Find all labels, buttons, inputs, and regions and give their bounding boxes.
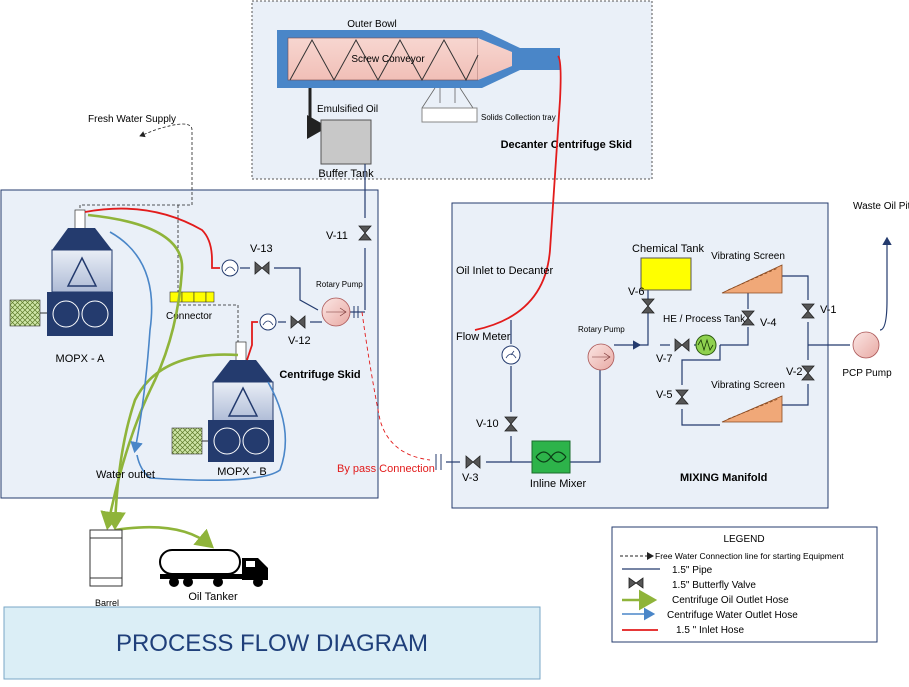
vibrating-screen-bottom-label: Vibrating Screen	[711, 380, 785, 391]
valve-v6-label: V-6	[628, 286, 645, 298]
legend-pipe: 1.5" Pipe	[672, 565, 713, 576]
bypass-label: By pass Connection	[337, 463, 435, 475]
barrel-label: Barrel	[95, 598, 119, 608]
mopx-a-label: MOPX - A	[56, 353, 106, 365]
inlet-hoses	[84, 55, 562, 361]
he-tank-label: HE / Process Tank	[663, 314, 746, 325]
legend: LEGEND Free Water Connection line for st…	[611, 526, 878, 643]
decanter-centrifuge	[277, 30, 560, 88]
inline-mixer	[531, 440, 571, 474]
diagram-title: PROCESS FLOW DIAGRAM	[116, 630, 428, 657]
centrifuge-skid-label: Centrifuge Skid	[279, 369, 360, 381]
mopx-b-centrifuge	[171, 341, 274, 462]
oil-outlet-hoses	[87, 213, 239, 549]
oil-tanker	[159, 549, 268, 587]
vibrating-screen-top-label: Vibrating Screen	[711, 251, 785, 262]
outer-bowl-label: Outer Bowl	[347, 19, 396, 30]
valve-v13-label: V-13	[250, 243, 273, 255]
mopx-a-centrifuge	[9, 209, 113, 336]
title-box	[3, 606, 541, 680]
buffer-tank	[320, 119, 372, 165]
decanter-skid-label: Decanter Centrifuge Skid	[501, 139, 632, 151]
screw-conveyor-label: Screw Conveyor	[351, 54, 425, 65]
vibrating-screen-bottom	[721, 395, 783, 423]
solids-tray-label: Solids Collection tray	[481, 113, 556, 122]
connector	[169, 291, 215, 303]
water-outlet-label: Water outlet	[96, 469, 155, 481]
chemical-tank-label: Chemical Tank	[632, 243, 704, 255]
oil-inlet-label: Oil Inlet to Decanter	[456, 265, 554, 277]
legend-title: LEGEND	[723, 534, 764, 545]
gauge-v12	[259, 313, 277, 331]
buffer-tank-label: Buffer Tank	[318, 168, 374, 180]
fresh-water-label: Fresh Water Supply	[88, 114, 176, 125]
legend-free-water: Free Water Connection line for starting …	[655, 551, 844, 561]
inline-mixer-label: Inline Mixer	[530, 478, 587, 490]
legend-valve: 1.5" Butterfly Valve	[672, 580, 756, 591]
valve-v7-label: V-7	[656, 353, 673, 365]
pcp-pump-label: PCP Pump	[842, 368, 892, 379]
legend-inlet-hose: 1.5 " Inlet Hose	[676, 625, 744, 636]
water-outlet-hoses	[109, 231, 287, 482]
valve-v1-label: V-1	[820, 304, 837, 316]
legend-water-hose: Centrifuge Water Outlet Hose	[667, 610, 798, 621]
mopx-b-label: MOPX - B	[217, 466, 267, 478]
waste-oil-pit-label: Waste Oil Pit	[853, 201, 909, 212]
valve-v3-label: V-3	[462, 472, 479, 484]
gauge-v13	[221, 259, 239, 277]
valve-v12-label: V-12	[288, 335, 311, 347]
valve-v2-label: V-2	[786, 366, 803, 378]
fresh-water-lines	[79, 123, 239, 342]
emulsified-oil-label: Emulsified Oil	[317, 104, 378, 115]
legend-oil-hose: Centrifuge Oil Outlet Hose	[672, 595, 789, 606]
mixing-manifold-label: MIXING Manifold	[680, 472, 767, 484]
vibrating-screen-top	[721, 264, 783, 294]
valve-v10-label: V-10	[476, 418, 499, 430]
decanter-skid-box	[251, 0, 653, 180]
barrel	[89, 529, 123, 587]
he-process-tank	[695, 334, 717, 356]
pcp-pump	[852, 331, 880, 359]
bypass-line	[361, 311, 431, 461]
rotary-pump-left-label: Rotary Pump	[316, 280, 363, 289]
flow-meter-label: Flow Meter	[456, 331, 511, 343]
valve-v5-label: V-5	[656, 389, 673, 401]
connector-label: Connector	[166, 311, 213, 322]
rotary-pump-right-label: Rotary Pump	[578, 325, 625, 334]
valve-v4-label: V-4	[760, 317, 777, 329]
chemical-tank	[640, 257, 692, 291]
valve-v11-label: V-11	[326, 230, 348, 242]
solids-collection-tray	[421, 87, 478, 123]
oil-tanker-label: Oil Tanker	[188, 591, 238, 603]
